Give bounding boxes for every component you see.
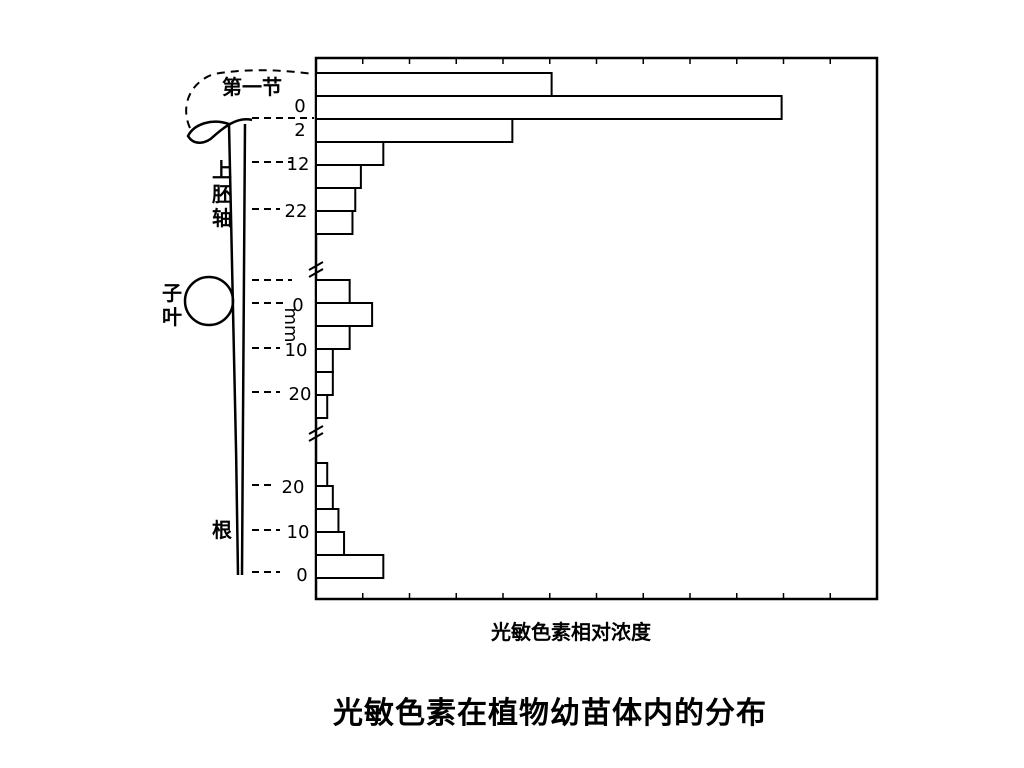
axis-unit: mm — [280, 307, 301, 342]
slide-title: 光敏色素在植物幼苗体内的分布 — [333, 696, 767, 731]
bar-2-4 — [315, 554, 385, 579]
tick-label-epicotyl-22: 22 — [285, 201, 308, 222]
tick-label-root-0: 0 — [296, 565, 307, 586]
hook-shape — [186, 118, 253, 144]
bar-2-1 — [315, 485, 334, 510]
bar-0-6 — [315, 210, 354, 235]
node-dashed-outline — [185, 69, 315, 129]
bars-group — [315, 72, 783, 579]
hypocotyl-outline — [227, 123, 247, 576]
x-axis-label: 光敏色素相对浓度 — [490, 620, 652, 644]
axis-break-upper — [308, 261, 324, 278]
bar-0-4 — [315, 164, 362, 189]
bar-2-0 — [315, 462, 329, 487]
tick-label-root-20: 20 — [282, 477, 305, 498]
bar-1-3 — [315, 348, 334, 373]
axis-break-lower — [308, 425, 324, 442]
tick-label-epicotyl-2: 2 — [294, 120, 305, 141]
label-root: 根 — [212, 518, 232, 542]
frame-ticks — [362, 58, 831, 599]
label-first-node: 第一节 — [222, 75, 282, 99]
bar-0-5 — [315, 187, 357, 212]
position-markers — [252, 117, 314, 573]
cotyledon-circle — [183, 275, 235, 327]
bar-0-0 — [315, 72, 553, 97]
bar-1-2 — [315, 325, 351, 350]
bar-1-0 — [315, 279, 351, 304]
seedling-drawing — [183, 69, 315, 576]
tick-label-root-10: 10 — [287, 522, 310, 543]
tick-label-epicotyl-0: 0 — [294, 96, 305, 117]
bar-0-1 — [315, 95, 783, 120]
bar-2-3 — [315, 531, 346, 556]
bar-1-4 — [315, 371, 334, 396]
tick-label-epicotyl-12: 12 — [287, 154, 310, 175]
label-epicotyl: 上胚轴 — [212, 158, 232, 230]
bar-1-5 — [315, 394, 329, 419]
bar-0-3 — [315, 141, 385, 166]
bar-1-1 — [315, 302, 374, 327]
bar-0-2 — [315, 118, 514, 143]
tick-label-cotyledon-0: 0 — [292, 295, 303, 316]
tick-label-cotyledon-20: 20 — [289, 384, 312, 405]
tick-label-cotyledon-10: 10 — [285, 340, 308, 361]
label-cotyledon-vertical: 子叶 — [162, 281, 182, 329]
phytochrome-chart: 0 2 12 22 0 10 20 20 10 0 mm 光敏色素相对浓度 第一… — [162, 56, 879, 644]
bar-2-2 — [315, 508, 340, 533]
